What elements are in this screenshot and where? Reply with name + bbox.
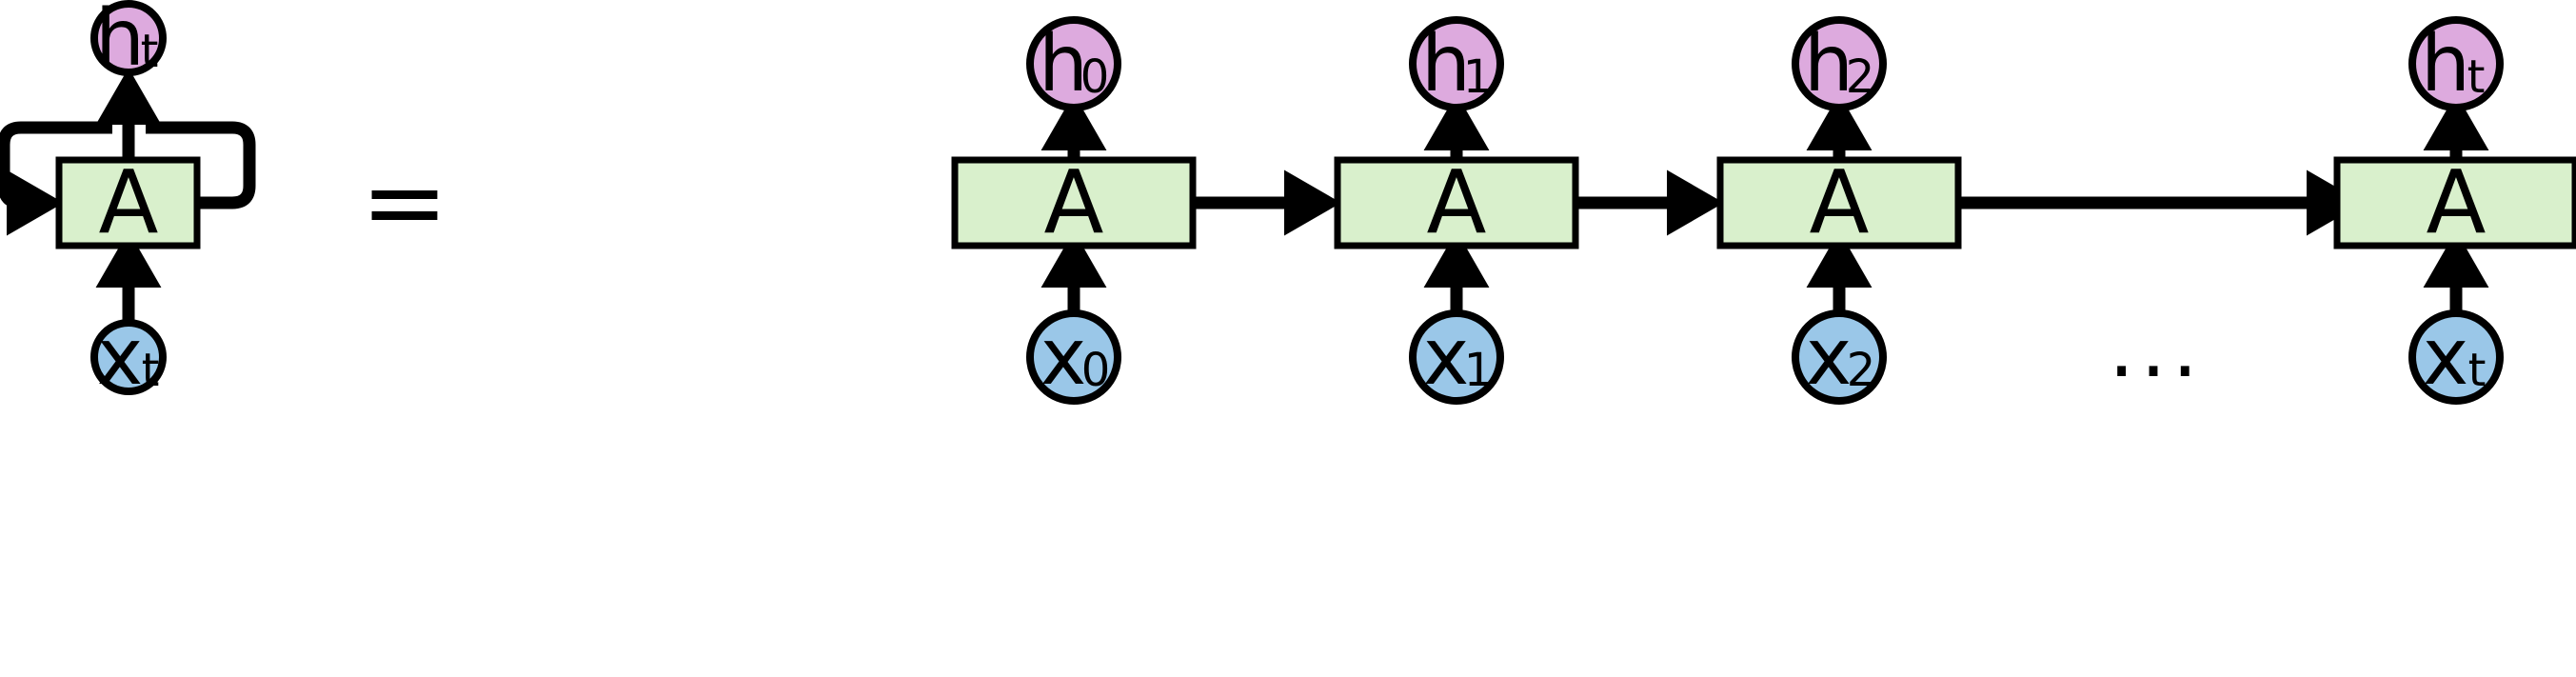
- recurrent-loop-path-left: [0, 121, 112, 236]
- step-2-cell-box[interactable]: [1716, 156, 1962, 249]
- folded-input-label: x: [97, 312, 144, 403]
- step-t-output-label: h: [2421, 19, 2470, 110]
- step-t-input-circle[interactable]: [2408, 309, 2504, 405]
- unrolled-step-0-group: A h 0 x 0: [951, 16, 1197, 405]
- equals-sign: =: [361, 141, 448, 263]
- step-2-output-label: h: [1804, 19, 1853, 110]
- step-0-input-label: x: [1040, 312, 1087, 403]
- step-1-input-label: x: [1423, 312, 1470, 403]
- folded-output-circle[interactable]: [90, 0, 167, 76]
- step-t-output-circle[interactable]: [2408, 16, 2504, 111]
- step-1-output-subscript: 1: [1463, 50, 1493, 104]
- step-0-cell-label: A: [1044, 151, 1104, 253]
- step-2-input-circle[interactable]: [1792, 309, 1887, 405]
- step-1-input-circle[interactable]: [1409, 309, 1504, 405]
- step-1-output-circle[interactable]: [1409, 16, 1504, 111]
- recurrent-loop-path: [146, 121, 256, 209]
- step-2-output-circle[interactable]: [1792, 16, 1887, 111]
- step-1-output-label: h: [1421, 19, 1471, 110]
- step-1-cell-label: A: [1427, 151, 1487, 253]
- step-1-input-subscript: 1: [1464, 344, 1494, 397]
- step-0-output-subscript: 0: [1080, 50, 1110, 104]
- folded-rnn-group: A h t x t: [0, 0, 256, 403]
- step-2-cell-label: A: [1810, 151, 1870, 253]
- step-t-input-label: x: [2423, 312, 2469, 403]
- step-0-output-circle[interactable]: [1026, 16, 1121, 111]
- sequence-ellipsis: ...: [2109, 301, 2204, 396]
- folded-output-label: h: [95, 0, 145, 84]
- step-2-output-subscript: 2: [1846, 50, 1875, 104]
- step-1-cell-box[interactable]: [1334, 156, 1579, 249]
- folded-input-circle[interactable]: [90, 319, 167, 395]
- folded-input-subscript: t: [142, 344, 160, 397]
- step-0-cell-box[interactable]: [951, 156, 1197, 249]
- equals-sign-group: =: [361, 141, 448, 263]
- unrolled-step-2-group: A h 2 x 2: [1716, 16, 1962, 405]
- step-2-input-subscript: 2: [1847, 344, 1876, 397]
- step-t-cell-label: A: [2427, 151, 2487, 253]
- step-0-input-subscript: 0: [1081, 344, 1111, 397]
- step-0-output-label: h: [1039, 19, 1088, 110]
- step-t-input-subscript: t: [2468, 344, 2487, 397]
- unrolled-step-1-group: A h 1 x 1: [1334, 16, 1579, 405]
- folded-output-subscript: t: [141, 25, 159, 78]
- unrolled-step-t-group: A h t x t: [2333, 16, 2576, 405]
- step-0-input-circle[interactable]: [1026, 309, 1121, 405]
- step-t-output-subscript: t: [2467, 50, 2486, 104]
- folded-cell-box[interactable]: [55, 156, 201, 249]
- step-2-input-label: x: [1806, 312, 1853, 403]
- folded-cell-label: A: [99, 151, 159, 253]
- step-t-cell-box[interactable]: [2333, 156, 2576, 249]
